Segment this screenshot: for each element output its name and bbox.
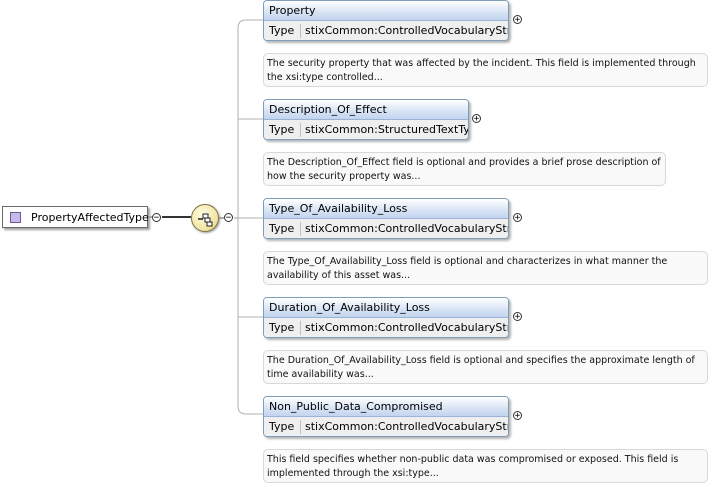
expand-plus-icon[interactable]: + <box>513 411 522 421</box>
divider <box>300 420 301 434</box>
type-value: stixCommon:StructuredTextType <box>305 123 469 136</box>
element-documentation: The Duration_Of_Availability_Loss field … <box>263 350 708 384</box>
divider <box>300 24 301 38</box>
type-key: Type <box>269 24 295 37</box>
element-name: Non_Public_Data_Compromised <box>264 397 508 417</box>
element-box-type-of-availability-loss[interactable]: Type_Of_Availability_Loss Type stixCommo… <box>263 198 509 239</box>
complex-type-icon <box>10 212 21 223</box>
divider <box>300 222 301 236</box>
element-box-description-of-effect[interactable]: Description_Of_Effect Type stixCommon:St… <box>263 99 469 140</box>
element-type-row: Type stixCommon:ControlledVocabularyStri… <box>264 219 509 238</box>
element-name: Type_Of_Availability_Loss <box>264 199 508 219</box>
divider <box>300 123 301 137</box>
element-type-row: Type stixCommon:ControlledVocabularyStri… <box>264 21 509 40</box>
sequence-compositor-icon[interactable] <box>191 204 219 232</box>
root-collapse-minus-icon[interactable]: − <box>152 213 161 223</box>
type-value: stixCommon:ControlledVocabularyStrin ... <box>305 321 509 334</box>
element-box-non-public-data-compromised[interactable]: Non_Public_Data_Compromised Type stixCom… <box>263 396 509 437</box>
element-type-row: Type stixCommon:StructuredTextType <box>264 120 469 139</box>
divider <box>300 321 301 335</box>
element-type-row: Type stixCommon:ControlledVocabularyStri… <box>264 417 509 436</box>
type-value: stixCommon:ControlledVocabularyStrin ... <box>305 420 509 433</box>
element-documentation: The Description_Of_Effect field is optio… <box>263 152 666 186</box>
expand-plus-icon[interactable]: + <box>513 312 522 322</box>
element-documentation: The security property that was affected … <box>263 53 708 87</box>
element-documentation: The Type_Of_Availability_Loss field is o… <box>263 251 708 285</box>
type-key: Type <box>269 123 295 136</box>
type-value: stixCommon:ControlledVocabularyStrin ... <box>305 24 509 37</box>
type-key: Type <box>269 321 295 334</box>
expand-plus-icon[interactable]: + <box>513 213 522 223</box>
root-element-label: PropertyAffectedType <box>31 211 149 224</box>
type-key: Type <box>269 222 295 235</box>
element-type-row: Type stixCommon:ControlledVocabularyStri… <box>264 318 509 337</box>
element-name: Property <box>264 1 508 21</box>
expand-plus-icon[interactable]: + <box>472 114 481 124</box>
expand-plus-icon[interactable]: + <box>513 15 522 25</box>
element-name: Duration_Of_Availability_Loss <box>264 298 508 318</box>
element-box-duration-of-availability-loss[interactable]: Duration_Of_Availability_Loss Type stixC… <box>263 297 509 338</box>
element-documentation: This field specifies whether non-public … <box>263 449 708 483</box>
type-value: stixCommon:ControlledVocabularyStrin ... <box>305 222 509 235</box>
type-key: Type <box>269 420 295 433</box>
element-box-property[interactable]: Property Type stixCommon:ControlledVocab… <box>263 0 509 41</box>
root-element-box[interactable]: PropertyAffectedType <box>2 206 149 228</box>
element-name: Description_Of_Effect <box>264 100 468 120</box>
sequence-collapse-minus-icon[interactable]: − <box>224 213 233 223</box>
